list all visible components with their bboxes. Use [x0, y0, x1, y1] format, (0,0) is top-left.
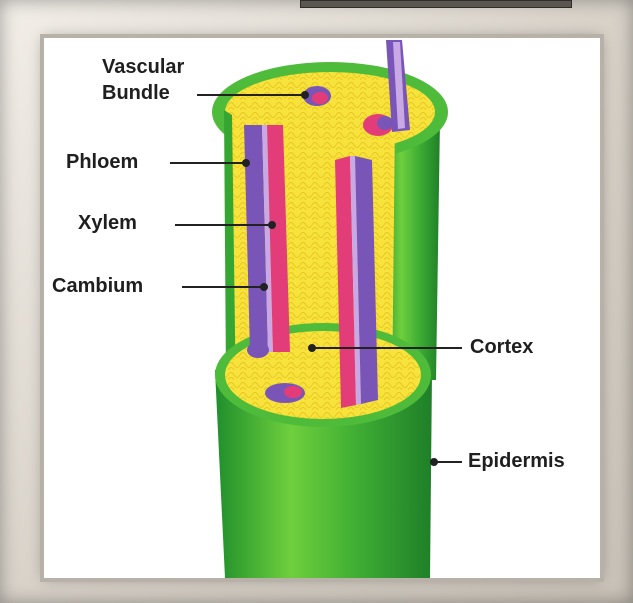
label-vascular-bundle-line1: Vascular [102, 56, 184, 79]
vascular-bundle-bottom-left [247, 342, 269, 358]
vascular-bundle-top-inner [312, 92, 328, 104]
label-epidermis: Epidermis [468, 450, 565, 473]
label-cambium: Cambium [52, 275, 143, 298]
label-cortex: Cortex [470, 336, 533, 359]
vascular-bundle-bottom-inner [284, 386, 302, 398]
label-phloem: Phloem [66, 151, 138, 174]
vascular-bundle-right-inner [377, 116, 393, 130]
label-xylem: Xylem [78, 212, 137, 235]
label-vascular-bundle-line2: Bundle [102, 82, 170, 105]
